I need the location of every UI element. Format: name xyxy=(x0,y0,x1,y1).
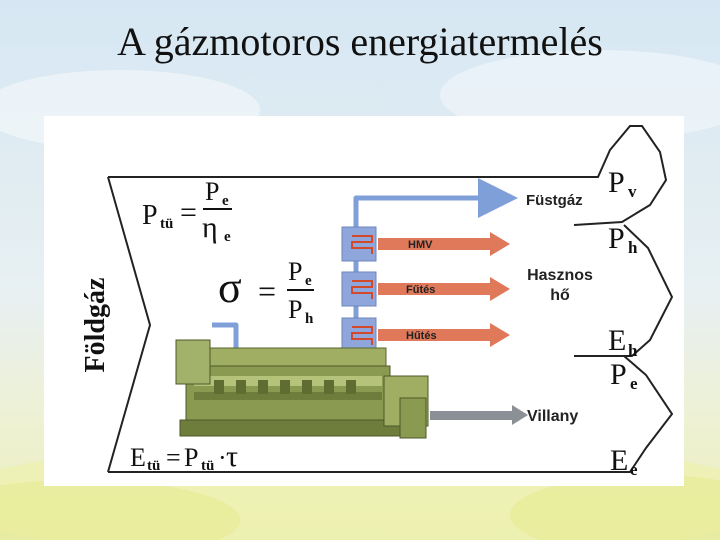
svg-text:e: e xyxy=(305,273,312,289)
svg-text:P: P xyxy=(608,222,625,255)
svg-text:=: = xyxy=(166,443,181,472)
svg-text:P: P xyxy=(142,200,158,231)
svg-text:η: η xyxy=(202,211,218,244)
svg-text:E: E xyxy=(130,443,146,472)
svg-text:P: P xyxy=(288,257,302,286)
output-label-ho: hő xyxy=(550,287,570,304)
heat-arrow-futes xyxy=(378,277,510,301)
heat-exchanger-hutes xyxy=(341,317,377,353)
heat-arrow-hmv xyxy=(378,232,510,256)
svg-text:=: = xyxy=(258,273,276,309)
flow-outline xyxy=(107,125,674,473)
svg-text:·: · xyxy=(218,443,227,472)
symbol-ph: P h xyxy=(608,222,638,257)
svg-text:P: P xyxy=(610,358,627,391)
svg-text:P: P xyxy=(288,295,302,324)
heat-arrow-hutes xyxy=(378,323,510,347)
symbol-pv: P v xyxy=(608,166,637,201)
output-label-villany: Villany xyxy=(527,408,578,425)
svg-text:σ: σ xyxy=(218,263,242,312)
symbol-eh: E h xyxy=(608,324,638,360)
svg-text:E: E xyxy=(608,324,626,357)
svg-text:e: e xyxy=(224,229,231,245)
svg-text:e: e xyxy=(222,193,229,209)
output-label-hasznos: Hasznos xyxy=(527,267,593,284)
electricity-arrow xyxy=(430,405,528,425)
svg-text:e: e xyxy=(630,460,638,479)
gas-engine-illustration xyxy=(175,339,429,439)
label-futes: Fűtés xyxy=(406,284,435,296)
slide-title: A gázmotoros energiatermelés xyxy=(117,19,603,64)
symbol-ee: E e xyxy=(610,444,638,479)
svg-text:τ: τ xyxy=(226,440,238,473)
label-hutes: Hűtés xyxy=(406,330,437,342)
svg-text:v: v xyxy=(628,182,637,201)
formula-sigma: σ = P e P h xyxy=(218,257,314,327)
svg-text:tü: tü xyxy=(201,458,214,474)
svg-text:P: P xyxy=(608,166,625,199)
label-hmv: HMV xyxy=(408,239,433,251)
input-label-foldgaz: Földgáz xyxy=(80,278,111,373)
svg-text:P: P xyxy=(184,443,198,472)
svg-text:h: h xyxy=(305,311,314,327)
symbol-pe: P e xyxy=(610,358,638,393)
svg-text:e: e xyxy=(630,374,638,393)
svg-text:P: P xyxy=(205,177,219,206)
svg-text:h: h xyxy=(628,238,638,257)
svg-text:tü: tü xyxy=(160,216,173,232)
output-label-fustgaz: Füstgáz xyxy=(526,192,583,209)
svg-text:E: E xyxy=(610,444,628,477)
svg-text:tü: tü xyxy=(147,458,160,474)
svg-text:h: h xyxy=(628,341,638,360)
formula-fuel-energy: E tü = P tü · τ xyxy=(130,440,238,474)
svg-text:=: = xyxy=(180,196,197,229)
heat-exchanger-hmv xyxy=(341,226,377,262)
formula-fuel-power: P tü = P e η e xyxy=(142,177,232,245)
heat-exchanger-futes xyxy=(341,271,377,307)
